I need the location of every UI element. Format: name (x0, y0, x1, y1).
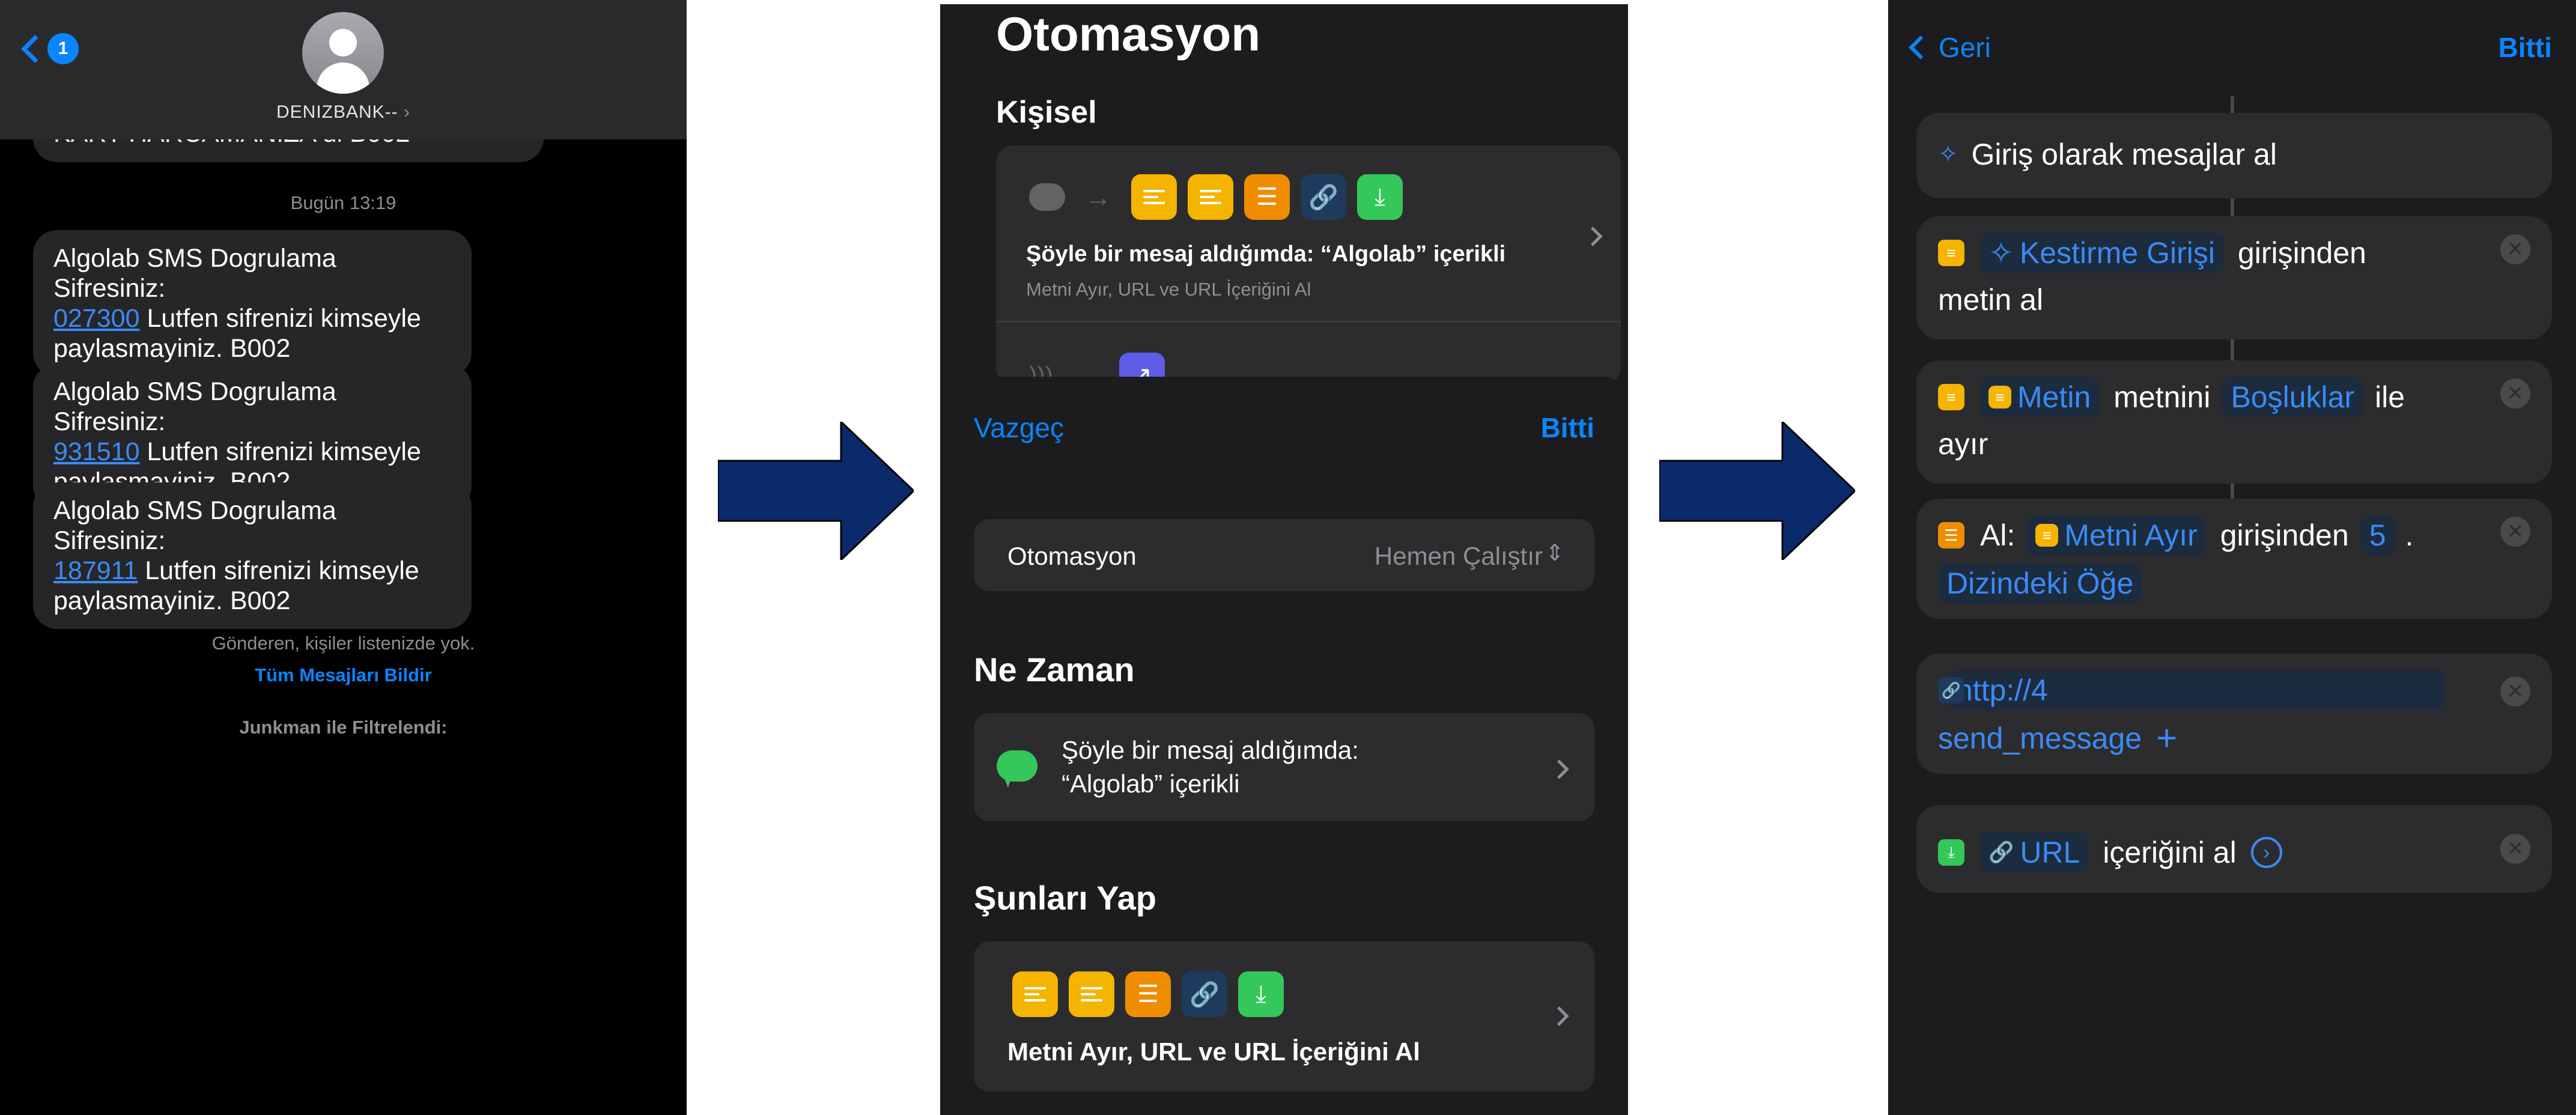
actions-summary: Metni Ayır, URL ve URL İçeriğini Al (1007, 1038, 1420, 1066)
text-icon (1069, 971, 1114, 1017)
verification-code-link[interactable]: 187911 (53, 556, 138, 585)
shortcut-icon: ✧ (1988, 236, 2014, 270)
messages-panel: KART HARCAMANIZA di B002 1 DENIZBANK-- ›… (0, 0, 687, 1115)
text-icon: ≡ (2035, 524, 2059, 547)
verification-code-link[interactable]: 027300 (53, 304, 140, 333)
arrow-circle-icon[interactable]: › (2250, 837, 2282, 868)
url-token[interactable]: 🔗URL (1980, 833, 2089, 872)
separator-token[interactable]: Boşluklar (2222, 377, 2363, 417)
verification-code-link[interactable]: 931510 (53, 437, 140, 466)
action-split-text[interactable]: ≡ ≡Metin metnini Boşluklar ile ayır ✕ (1916, 360, 2552, 484)
list-icon: ☰ (1125, 971, 1171, 1017)
report-all-link[interactable]: Tüm Mesajları Bildir (255, 664, 432, 685)
back-button[interactable]: 1 (21, 33, 79, 64)
edit-automation-sheet: Vazgeç Bitti Otomasyon Hemen Çalıştır ⇕ … (940, 377, 1628, 1115)
unknown-sender-notice: Gönderen, kişiler listenizde yok. (211, 633, 475, 654)
page-title: Otomasyon (996, 7, 1261, 61)
close-icon[interactable]: ✕ (2500, 676, 2530, 706)
link-icon: 🔗 (1301, 174, 1346, 220)
text-icon: ≡ (1938, 240, 1964, 266)
section-title: Kişisel (996, 95, 1097, 130)
automation-card-subtitle: Metni Ayır, URL ve URL İçeriğini Al (1026, 279, 1311, 300)
cancel-button[interactable]: Vazgeç (974, 412, 1065, 443)
automation-run-mode-row[interactable]: Otomasyon Hemen Çalıştır ⇕ (974, 519, 1594, 591)
unread-badge: 1 (47, 33, 79, 64)
filter-label: Junkman ile Filtrelendi: (239, 717, 448, 738)
chevron-right-icon (1549, 759, 1569, 779)
action-receive-input[interactable]: ✧ Giriş olarak mesajlar al (1916, 113, 2552, 198)
shortcut-input-token[interactable]: ✧Kestirme Girişi (1980, 233, 2223, 273)
action-url[interactable]: 🔗 http://4 send_message + ✕ (1916, 654, 2552, 774)
chevron-right-icon: › (404, 102, 411, 122)
flow-arrow (1659, 422, 1855, 560)
done-button[interactable]: Bitti (2498, 32, 2552, 63)
chevron-right-icon (1549, 1006, 1569, 1026)
shortcut-editor-panel: Geri Bitti ✧ Giriş olarak mesajlar al ≡ … (1888, 0, 2576, 1115)
action-get-item[interactable]: ☰ Al: ≡Metni Ayır girişinden 5 . Dizinde… (1916, 499, 2552, 619)
text-icon (1131, 174, 1177, 220)
contact-name[interactable]: DENIZBANK-- › (276, 102, 411, 122)
up-down-icon: ⇕ (1545, 541, 1564, 566)
date-label: Bugün 13:19 (290, 192, 396, 213)
download-icon: ⤓ (1238, 971, 1284, 1017)
link-icon: 🔗 (1182, 971, 1227, 1017)
close-icon[interactable]: ✕ (2500, 378, 2530, 409)
index-token[interactable]: 5 (2360, 515, 2395, 555)
run-mode-value[interactable]: Hemen Çalıştır (1374, 542, 1543, 570)
conversation-header: 1 DENIZBANK-- › (0, 0, 687, 139)
download-icon: ⤓ (1938, 839, 1964, 866)
done-button[interactable]: Bitti (1540, 412, 1594, 443)
message-bubble-icon (1029, 183, 1065, 211)
flow-arrow (718, 422, 914, 560)
link-icon: 🔗 (1938, 677, 1964, 703)
list-icon: ☰ (1938, 522, 1964, 548)
download-icon: ⤓ (1357, 174, 1403, 220)
item-type-token[interactable]: Dizindeki Öğe (1938, 564, 2142, 603)
action-get-url-contents[interactable]: ⤓ 🔗URL içeriğini al › ✕ (1916, 805, 2552, 893)
close-icon[interactable]: ✕ (2500, 234, 2530, 264)
arrow-right-icon: → (1084, 181, 1112, 213)
text-icon: ≡ (1938, 384, 1964, 410)
message-bubble[interactable]: Algolab SMS Dogrulama Sifresiniz: 027300… (33, 230, 472, 377)
action-get-text[interactable]: ≡ ✧Kestirme Girişi girişinden metin al ✕ (1916, 216, 2552, 339)
close-icon[interactable]: ✕ (2500, 517, 2530, 547)
back-button[interactable]: Geri (1909, 31, 1991, 64)
chevron-left-icon (21, 34, 49, 63)
link-icon: 🔗 (1988, 841, 2014, 864)
do-header: Şunları Yap (974, 879, 1156, 917)
trigger-row[interactable]: Şöyle bir mesaj aldığımda: “Algolab” içe… (974, 713, 1594, 821)
when-header: Ne Zaman (974, 651, 1135, 688)
text-token[interactable]: ≡Metin (1980, 377, 2100, 417)
text-icon (1012, 971, 1058, 1017)
list-icon: ☰ (1244, 174, 1290, 220)
split-text-token[interactable]: ≡Metni Ayır (2027, 515, 2206, 555)
close-icon[interactable]: ✕ (2500, 834, 2530, 864)
text-icon (1188, 174, 1233, 220)
automation-card-title: Şöyle bir mesaj aldığımda: “Algolab” içe… (1026, 242, 1506, 267)
url-field[interactable]: http://4 (1948, 670, 2445, 710)
message-bubble[interactable]: Algolab SMS Dogrulama Sifresiniz: 187911… (33, 482, 472, 629)
message-bubble-icon (997, 750, 1037, 782)
actions-row[interactable]: ☰ 🔗 ⤓ Metni Ayır, URL ve URL İçeriğini A… (974, 941, 1594, 1092)
plus-icon[interactable]: + (2156, 718, 2178, 758)
chevron-left-icon (1909, 35, 1933, 59)
text-icon: ≡ (1988, 386, 2011, 409)
person-icon (329, 29, 357, 56)
automation-panel: Otomasyon Kişisel → ☰ 🔗 ⤓ Şöyle bir mesa… (940, 4, 1628, 1115)
automation-card[interactable]: → ☰ 🔗 ⤓ Şöyle bir mesaj aldığımda: “Algo… (996, 145, 1621, 398)
chevron-right-icon (1583, 226, 1603, 246)
shortcut-icon: ✧ (1938, 141, 1958, 168)
avatar[interactable] (302, 12, 384, 94)
